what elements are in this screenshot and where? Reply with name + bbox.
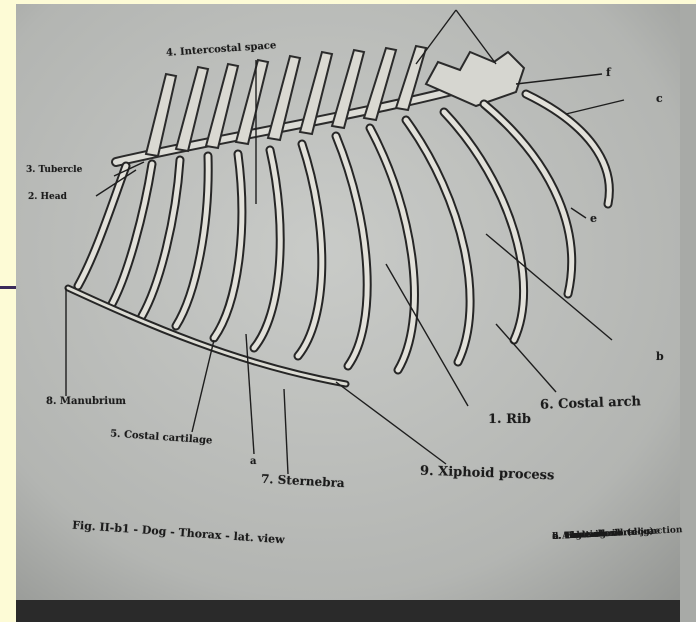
label-e: e — [590, 212, 597, 225]
label-rib: 1. Rib — [488, 412, 531, 427]
textbook-photo: 4. Intercostal space 3. Tubercle 2. Head… — [16, 4, 696, 622]
label-b: b — [656, 350, 664, 363]
label-a: a — [250, 456, 256, 467]
label-head: 2. Head — [28, 192, 67, 202]
label-tubercle: 3. Tubercle — [26, 165, 82, 175]
page-bottom-shadow — [16, 600, 696, 622]
label-manubrium: 8. Manubrium — [46, 396, 126, 407]
label-f: f — [606, 66, 611, 79]
label-c: c — [656, 92, 663, 105]
